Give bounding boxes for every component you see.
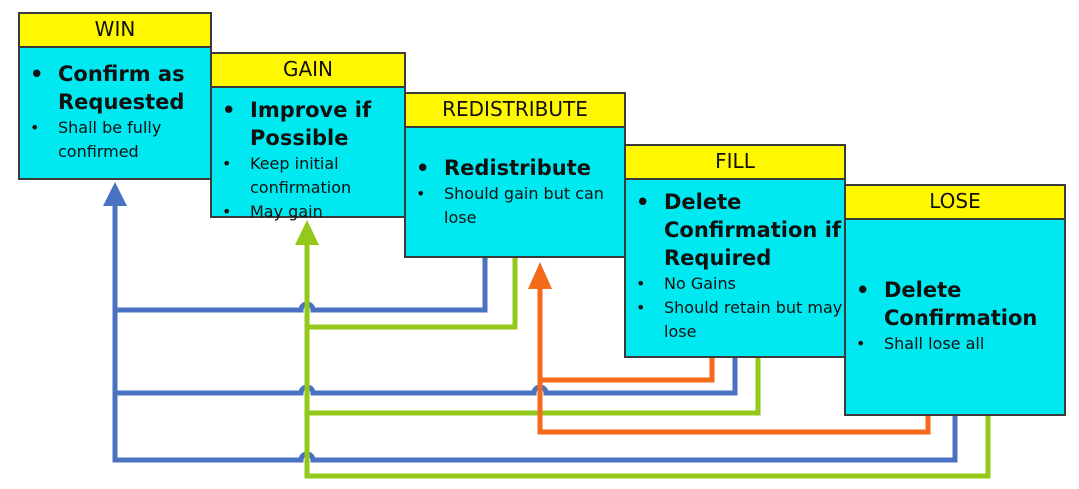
box-fill-header: FILL: [626, 146, 844, 180]
box-gain-main: Improve if Possible: [212, 96, 404, 152]
box-win-header: WIN: [20, 14, 210, 48]
box-gain-point-1: Keep initial confirmation: [212, 152, 404, 200]
arrowhead-win: [103, 182, 127, 206]
connector-lose-to-win: [112, 393, 958, 463]
box-gain-header: GAIN: [212, 54, 404, 88]
box-redistribute-header: REDISTRIBUTE: [406, 94, 624, 128]
box-win: WIN Confirm as Requested Shall be fully …: [18, 12, 212, 180]
box-redistribute-point-1: Should gain but can lose: [406, 182, 624, 230]
connector-fill-to-redistribute: [537, 288, 715, 383]
box-fill-point-2: Should retain but may lose: [626, 296, 844, 344]
box-gain-point-2: May gain: [212, 200, 404, 224]
box-win-main: Confirm as Requested: [20, 60, 210, 116]
connector-fill-to-win: [112, 310, 738, 396]
box-gain: GAIN Improve if Possible Keep initial co…: [210, 52, 406, 224]
box-fill: FILL Delete Confirmation if Required No …: [624, 144, 846, 358]
connector-lose-to-gain: [304, 413, 991, 479]
connector-fill-to-gain: [304, 327, 761, 416]
box-lose-header: LOSE: [846, 186, 1064, 220]
box-lose-main: Delete Confirmation: [846, 276, 1064, 332]
arrowhead-redistribute: [528, 262, 552, 289]
box-fill-main: Delete Confirmation if Required: [626, 188, 844, 272]
box-redistribute-main: Redistribute: [406, 154, 624, 182]
box-lose-point-1: Shall lose all: [846, 332, 1064, 356]
connector-redistribute-to-gain: [304, 244, 518, 330]
connector-lose-to-redistribute: [537, 380, 931, 435]
box-win-point-1: Shall be fully confirmed: [20, 116, 210, 164]
box-lose: LOSE Delete Confirmation Shall lose all: [844, 184, 1066, 416]
box-redistribute: REDISTRIBUTE Redistribute Should gain bu…: [404, 92, 626, 258]
box-fill-point-1: No Gains: [626, 272, 844, 296]
arrowhead-gain: [295, 220, 319, 245]
